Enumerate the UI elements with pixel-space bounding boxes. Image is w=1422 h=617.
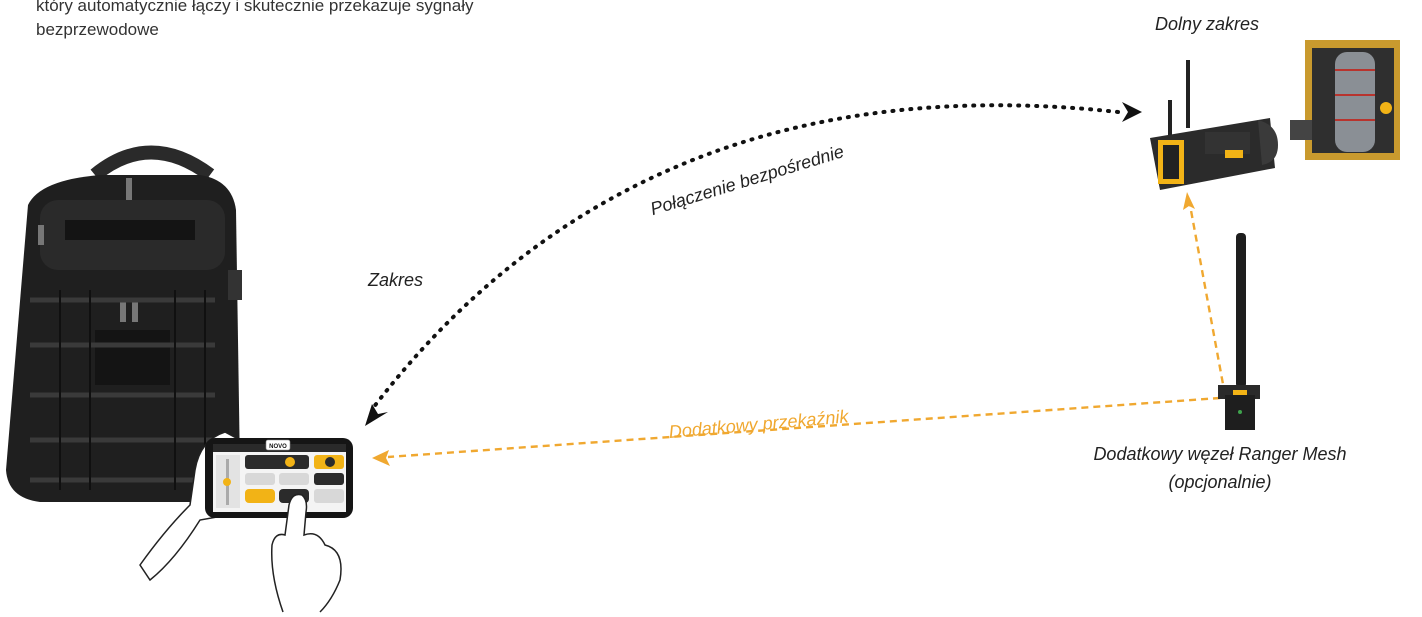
intro-text: który automatycznie łączy i skutecznie p… <box>36 0 636 42</box>
target-board <box>1290 40 1400 160</box>
lower-range-label: Dolny zakres <box>1155 14 1260 34</box>
tablet-device <box>205 438 353 518</box>
mesh-node-label-line-2: (opcjonalnie) <box>1168 472 1272 492</box>
relay-arrowhead-up <box>1183 192 1195 210</box>
mesh-relay-node <box>1218 233 1260 430</box>
arrowhead-right <box>1122 102 1142 122</box>
finger-outline <box>270 493 342 613</box>
remote-firing-unit <box>1150 60 1278 190</box>
mesh-node-label: Dodatkowy węzeł Ranger Mesh (opcjonalnie… <box>1087 440 1353 496</box>
relay-arrowhead-left <box>372 450 390 466</box>
direct-link-arc <box>371 103 1120 410</box>
range-label: Zakres <box>368 270 424 290</box>
intro-line-1: który automatycznie łączy i skutecznie p… <box>36 0 474 15</box>
arrowhead-left <box>365 404 388 426</box>
mesh-node-label-line-1: Dodatkowy węzeł Ranger Mesh <box>1093 444 1347 464</box>
tablet-logo: NOVO <box>269 444 287 450</box>
relay-link-vertical <box>1188 204 1227 396</box>
backpack-image <box>6 145 242 502</box>
intro-line-2: bezprzewodowe <box>36 20 159 39</box>
